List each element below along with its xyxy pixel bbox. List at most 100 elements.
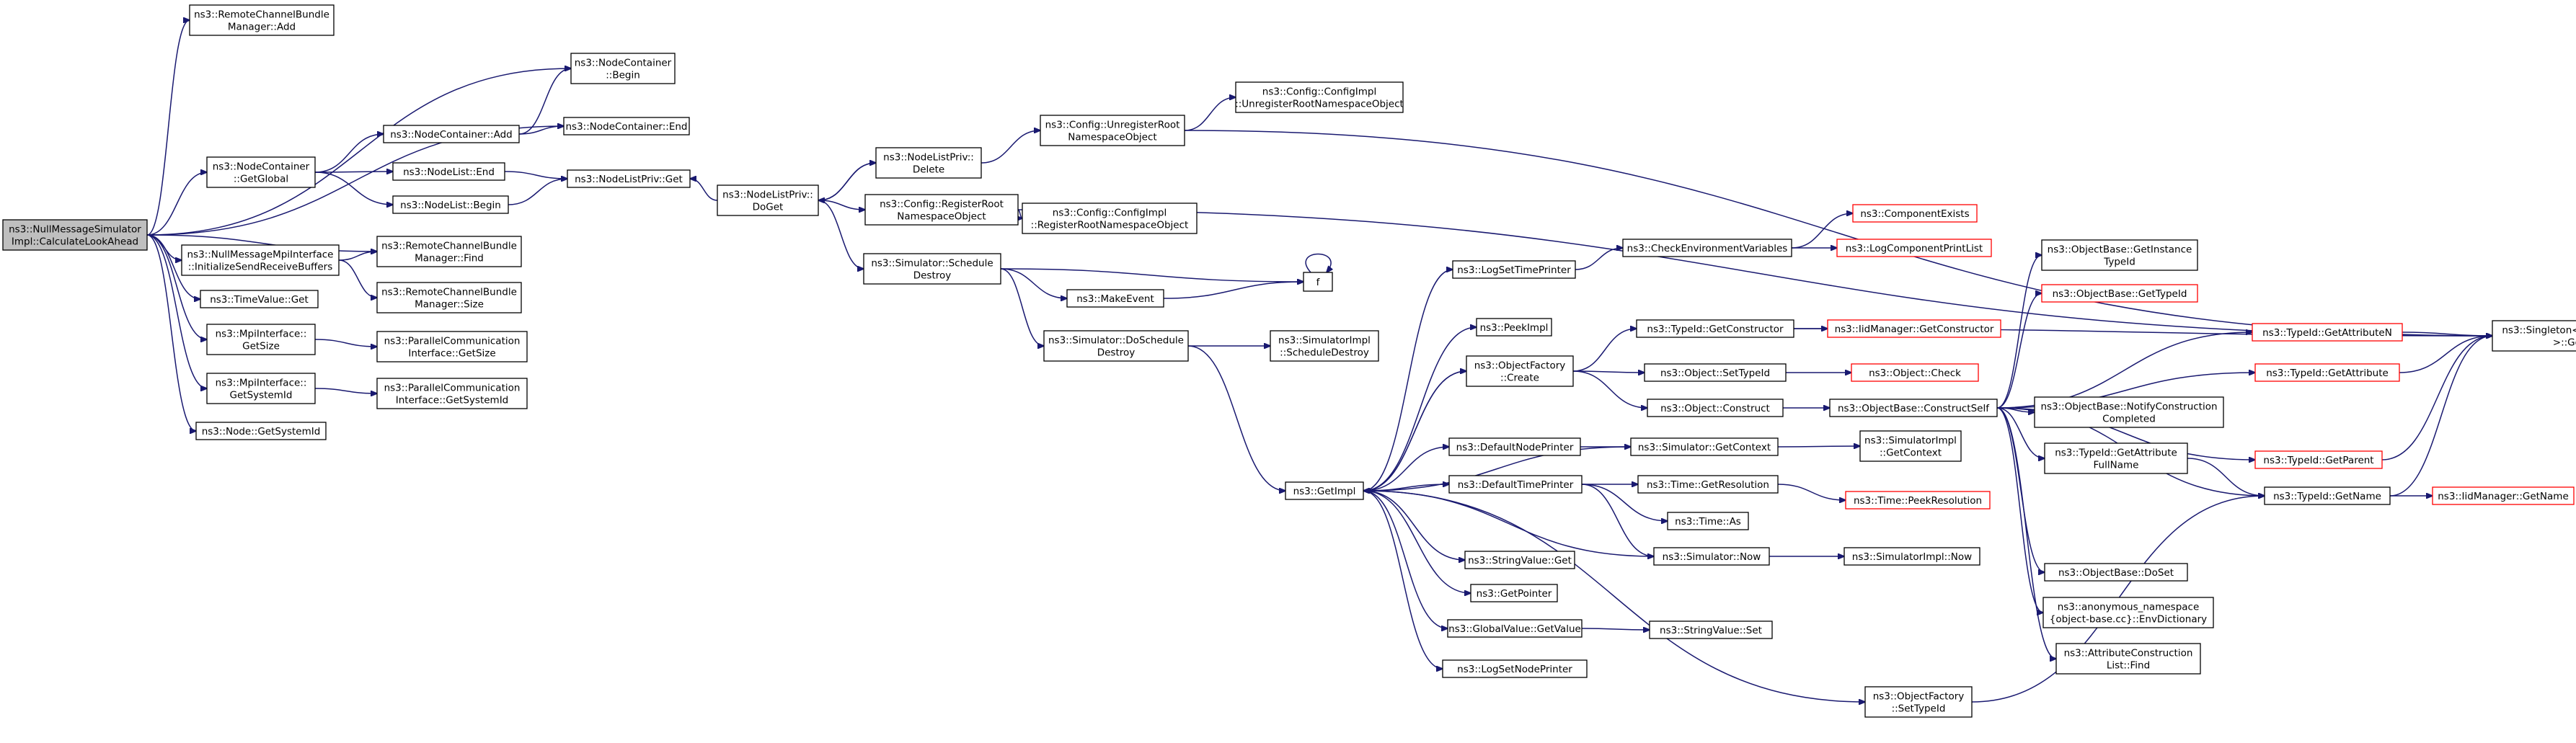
node-box[interactable] [1636,319,1794,338]
node-box[interactable] [376,236,522,267]
node-nlpDelete[interactable]: ns3::NodeListPriv::Delete [875,147,982,179]
node-box[interactable] [1043,330,1189,362]
node-box[interactable] [563,117,690,135]
node-timeGetRes[interactable]: ns3::Time::GetResolution [1637,475,1779,494]
node-nlEnd[interactable]: ns3::NodeList::End [392,162,505,181]
node-logSetTime[interactable]: ns3::LogSetTimePrinter [1452,260,1576,279]
node-box[interactable] [383,125,520,143]
node-box[interactable] [1845,491,1991,510]
node-box[interactable] [206,324,316,355]
node-box[interactable] [195,422,327,440]
node-box[interactable] [1644,363,1787,382]
node-cfgUnreg[interactable]: ns3::Config::UnregisterRootNamespaceObje… [1040,115,1185,146]
node-box[interactable] [1851,363,1979,382]
node-box[interactable] [2252,323,2403,342]
node-simImplGetContext[interactable]: ns3::SimulatorImpl::GetContext [1859,430,1962,462]
node-compExists[interactable]: ns3::ComponentExists [1852,204,1978,223]
node-box[interactable] [2254,450,2383,469]
node-box[interactable] [1448,437,1581,456]
node-mpiGetSize[interactable]: ns3::MpiInterface::GetSize [206,324,316,355]
node-getImpl[interactable]: ns3::GetImpl [1285,481,1364,500]
node-singletonGet[interactable]: ns3::Singleton< ConfigImpl >::Get [2492,320,2576,352]
node-box[interactable] [1466,355,1574,387]
node-timeAs[interactable]: ns3::Time::As [1667,512,1749,530]
node-tidGetName[interactable]: ns3::TypeId::GetName [2264,486,2391,505]
node-nlpGet[interactable]: ns3::NodeListPriv::Get [567,169,691,188]
node-box[interactable] [2264,486,2391,505]
node-box[interactable] [717,184,819,216]
node-nodeGetSysId[interactable]: ns3::Node::GetSystemId [195,422,327,440]
node-box[interactable] [392,195,509,214]
node-makeEvent[interactable]: ns3::MakeEvent [1066,289,1164,308]
node-obGetTid[interactable]: ns3::ObjectBase::GetTypeId [2041,284,2198,303]
node-box[interactable] [1859,430,1962,462]
node-tvGet[interactable]: ns3::TimeValue::Get [200,290,319,308]
node-box[interactable] [181,244,340,276]
node-box[interactable] [2041,239,2198,271]
node-box[interactable] [863,253,1001,285]
node-ncEnd[interactable]: ns3::NodeContainer::End [563,117,690,135]
node-box[interactable] [206,373,316,404]
node-obDoSet[interactable]: ns3::ObjectBase::DoSet [2044,563,2188,582]
node-box[interactable] [2042,597,2214,628]
node-simGetContext[interactable]: ns3::Simulator::GetContext [1630,437,1779,456]
node-box[interactable] [189,4,335,36]
node-nmmiInit[interactable]: ns3::NullMessageMpiInterface::Initialize… [181,244,340,276]
node-simImplNow[interactable]: ns3::SimulatorImpl::Now [1844,547,1980,566]
node-timePeekRes[interactable]: ns3::Time::PeekResolution [1845,491,1991,510]
node-cfgImplUnreg[interactable]: ns3::Config::ConfigImpl::UnregisterRootN… [1235,81,1404,113]
node-obNotify[interactable]: ns3::ObjectBase::NotifyConstructionCompl… [2034,396,2224,428]
node-objCheck[interactable]: ns3::Object::Check [1851,363,1979,382]
node-box[interactable] [875,147,982,179]
node-objGetTid[interactable]: ns3::Object::SetTypeId [1644,363,1787,382]
node-box[interactable] [1285,481,1364,500]
node-box[interactable] [1836,239,1992,257]
node-pciGetSysId[interactable]: ns3::ParallelCommunicationInterface::Get… [376,378,528,409]
node-mpiGetSysId[interactable]: ns3::MpiInterface::GetSystemId [206,373,316,404]
node-box[interactable] [1452,260,1576,279]
node-nlBegin[interactable]: ns3::NodeList::Begin [392,195,509,214]
node-box[interactable] [376,378,528,409]
node-box[interactable] [1476,318,1552,337]
node-box[interactable] [1864,686,1973,718]
node-defTimePrinter[interactable]: ns3::DefaultTimePrinter [1448,475,1583,494]
node-box[interactable] [1066,289,1164,308]
node-box[interactable] [2034,396,2224,428]
node-box[interactable] [1464,551,1575,569]
node-box[interactable] [2055,643,2201,675]
node-objFactCreate[interactable]: ns3::ObjectFactory::Create [1466,355,1574,387]
node-box[interactable] [1653,547,1770,566]
node-box[interactable] [1022,203,1198,234]
node-box[interactable] [570,53,676,84]
node-box[interactable] [200,290,319,308]
node-box[interactable] [864,194,1019,226]
node-ncGetGlobal[interactable]: ns3::NodeContainer::GetGlobal [206,156,316,188]
node-box[interactable] [1829,399,1998,417]
node-globalValGet[interactable]: ns3::GlobalValue::GetValue [1447,619,1583,638]
node-box[interactable] [2041,284,2198,303]
node-logSetNode[interactable]: ns3::LogSetNodePrinter [1442,659,1588,678]
node-box[interactable] [2,219,148,251]
node-box[interactable] [1622,239,1792,257]
node-strValGet[interactable]: ns3::StringValue::Get [1464,551,1575,569]
node-box[interactable] [2044,442,2188,474]
node-box[interactable] [392,162,505,181]
node-box[interactable] [2492,320,2576,352]
node-box[interactable] [1442,659,1588,678]
node-box[interactable] [1647,399,1784,417]
node-box[interactable] [1303,272,1333,292]
node-box[interactable] [1630,437,1779,456]
node-box[interactable] [1827,319,2001,338]
node-box[interactable] [1235,81,1404,113]
node-box[interactable] [206,156,316,188]
node-logCompList[interactable]: ns3::LogComponentPrintList [1836,239,1992,257]
node-simSchedDestroy[interactable]: ns3::Simulator::ScheduleDestroy [863,253,1001,285]
node-cfgImplReg[interactable]: ns3::Config::ConfigImpl::RegisterRootNam… [1022,203,1198,234]
node-box[interactable] [376,282,522,313]
node-box[interactable] [1844,547,1980,566]
node-ncBegin[interactable]: ns3::NodeContainer::Begin [570,53,676,84]
